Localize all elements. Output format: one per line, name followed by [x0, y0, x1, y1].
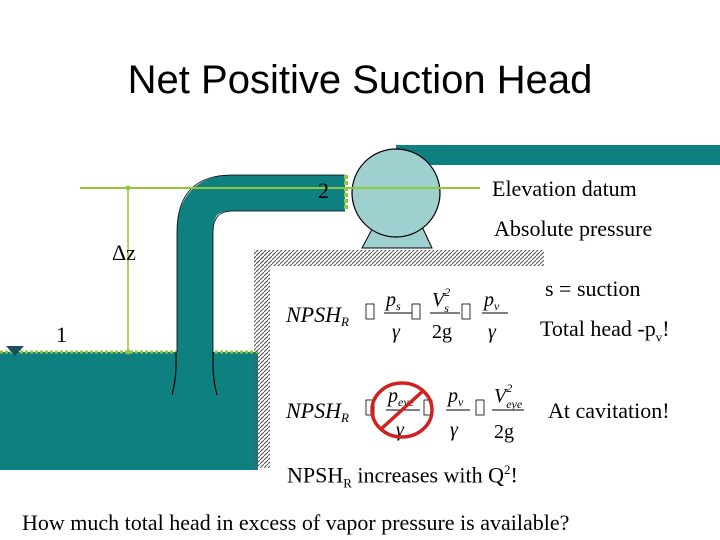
point-2-label: 2 — [318, 178, 329, 203]
svg-text:γ: γ — [450, 419, 459, 441]
svg-text:NPSHR: NPSHR — [285, 302, 349, 329]
svg-text:γ: γ — [396, 419, 405, 441]
svg-text:ps: ps — [384, 289, 401, 313]
surface-point — [125, 349, 131, 355]
svg-text:2g: 2g — [494, 421, 514, 443]
svg-text:γ: γ — [488, 321, 497, 343]
page-title: Net Positive Suction Head — [127, 58, 593, 102]
delta-z-label: Δz — [112, 240, 136, 265]
inlet-right-edge — [212, 352, 218, 396]
svg-text:NPSHR: NPSHR — [285, 398, 349, 425]
svg-text:pv: pv — [446, 385, 464, 409]
svg-text:peye: peye — [386, 385, 415, 409]
hatched-wall — [254, 250, 270, 468]
inlet-left-edge — [171, 352, 177, 396]
reservoir-water — [0, 352, 258, 470]
total-head-note: Total head -pv! — [540, 316, 670, 345]
svg-text:V2s: V2s — [432, 285, 450, 315]
pipe-inner-edge — [212, 210, 345, 352]
cross-out-mark — [370, 381, 434, 439]
question-text: How much total head in excess of vapor p… — [22, 510, 570, 535]
pump-casing — [351, 148, 441, 238]
hatched-floor — [254, 250, 544, 266]
npsh-increases-note: NPSHR increases with Q2! — [287, 462, 518, 491]
pipe-outer-edge — [176, 174, 345, 352]
point-1-label: 1 — [56, 322, 67, 347]
svg-text:pv: pv — [482, 289, 500, 313]
svg-text:γ: γ — [392, 321, 401, 343]
suction-pipe — [177, 175, 345, 390]
elevation-datum-label: Elevation datum — [492, 176, 637, 201]
svg-text:2g: 2g — [432, 321, 452, 343]
at-cavitation-note: At cavitation! — [548, 398, 670, 423]
suction-note: s = suction — [545, 276, 641, 301]
absolute-pressure-label: Absolute pressure — [494, 216, 653, 241]
free-surface-marker — [6, 346, 24, 356]
